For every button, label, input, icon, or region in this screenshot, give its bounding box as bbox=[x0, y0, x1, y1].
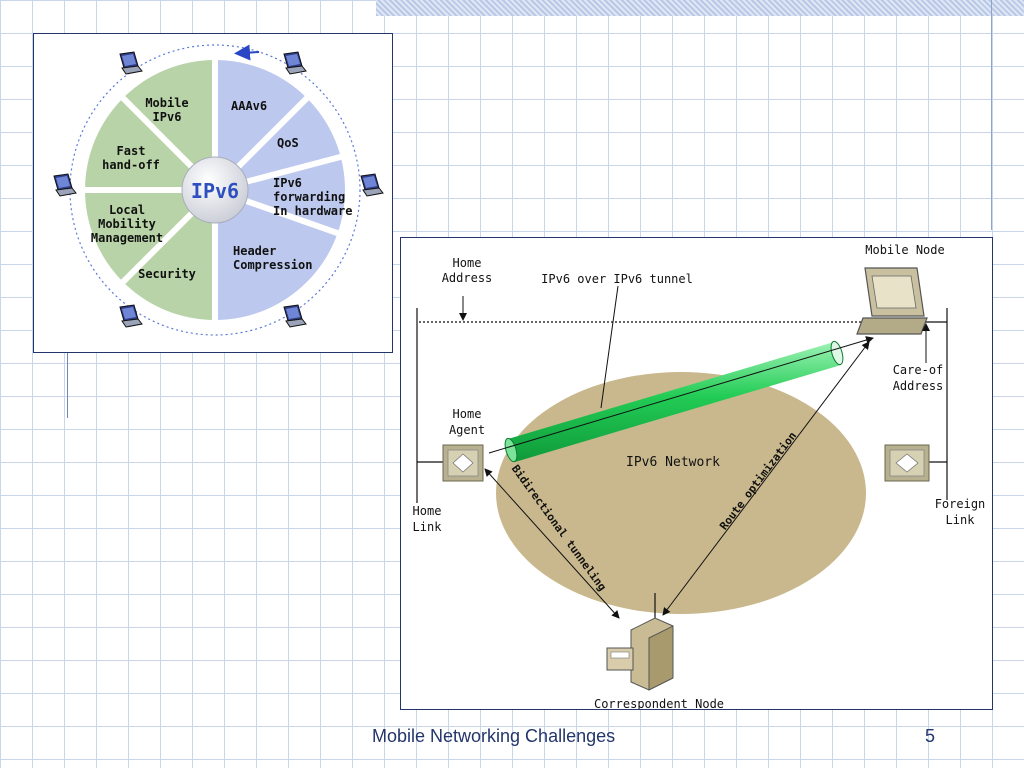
mobile-node-label: Mobile Node bbox=[865, 243, 944, 257]
laptop-icon bbox=[119, 304, 143, 328]
wheel-blue-label: AAAv6 bbox=[231, 99, 267, 113]
ipv6-hub bbox=[181, 156, 249, 224]
network-label: IPv6 Network bbox=[626, 455, 720, 470]
wheel-green-label: Security bbox=[138, 267, 196, 281]
page-number: 5 bbox=[925, 726, 936, 746]
mobile-ipv6-svg: Home Address IPv6 over IPv6 tunnel Mobil… bbox=[413, 243, 986, 711]
laptop-icon bbox=[119, 51, 143, 75]
bidirectional-arrow bbox=[484, 468, 620, 619]
laptop-icon bbox=[283, 304, 307, 328]
route-optimization-arrow bbox=[662, 341, 870, 616]
care-of-label-2: Address bbox=[893, 379, 944, 393]
wheel-blue-label: QoS bbox=[277, 136, 299, 150]
care-of-label-1: Care-of bbox=[893, 363, 944, 377]
home-address-label-1: Home bbox=[453, 256, 482, 270]
home-address-label-2: Address bbox=[442, 271, 493, 285]
home-agent-label-2: Agent bbox=[449, 423, 485, 437]
foreign-link-label-1: Foreign bbox=[935, 497, 986, 511]
correspondent-node-server-icon bbox=[606, 617, 674, 691]
tunnel-label: IPv6 over IPv6 tunnel bbox=[541, 272, 693, 286]
wheel-blue-half bbox=[215, 60, 345, 320]
laptop-icons bbox=[53, 51, 384, 328]
home-agent-label-1: Home bbox=[453, 407, 482, 421]
correspondent-node-label: Correspondent Node bbox=[594, 697, 724, 709]
mobile-node-laptop-icon bbox=[856, 267, 928, 335]
home-link-label-2: Link bbox=[413, 520, 443, 534]
home-link-label-1: Home bbox=[413, 504, 442, 518]
mobile-ipv6-diagram: Home Address IPv6 over IPv6 tunnel Mobil… bbox=[400, 237, 993, 711]
laptop-icon bbox=[360, 173, 384, 197]
home-agent-router-icon bbox=[442, 444, 484, 482]
foreign-router-icon bbox=[884, 444, 930, 482]
rotation-arrow-icon bbox=[234, 44, 260, 61]
foreign-link-label-2: Link bbox=[946, 513, 976, 527]
laptop-icon bbox=[283, 51, 307, 75]
divider-line bbox=[991, 0, 992, 230]
divider-line bbox=[67, 352, 68, 418]
laptop-icon bbox=[53, 173, 77, 197]
footer-title: Mobile Networking Challenges bbox=[372, 726, 616, 746]
header-pattern-bar bbox=[376, 0, 1024, 16]
hub-label: IPv6 bbox=[191, 179, 239, 203]
